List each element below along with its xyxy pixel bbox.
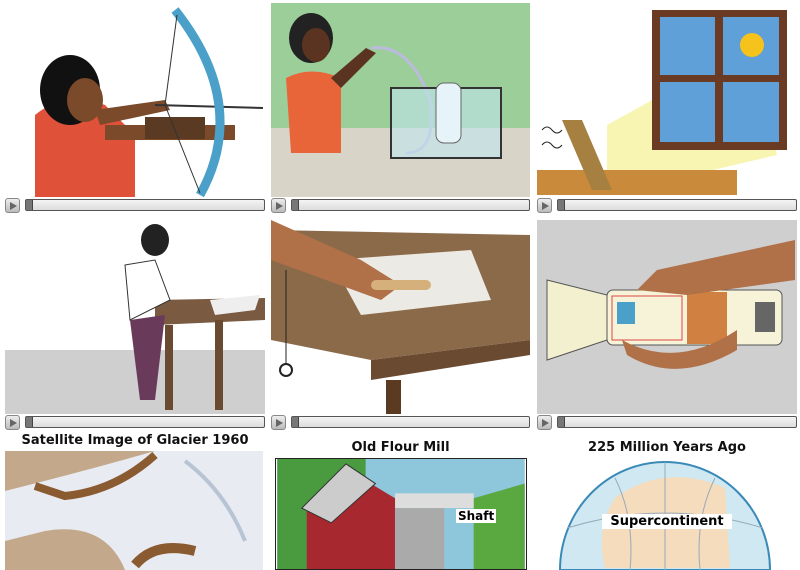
video-player-6 bbox=[537, 415, 797, 431]
play-button[interactable] bbox=[5, 198, 20, 213]
flashlight-video[interactable] bbox=[537, 220, 797, 414]
video-player-2 bbox=[271, 198, 530, 214]
supercontinent-title: 225 Million Years Ago bbox=[588, 440, 746, 455]
mill-image: Shaft bbox=[275, 458, 527, 570]
girl-table-video[interactable] bbox=[5, 220, 265, 414]
supercontinent-label: Supercontinent bbox=[602, 514, 732, 529]
video-player-1 bbox=[5, 198, 265, 214]
water-tank-video[interactable] bbox=[271, 3, 530, 197]
seek-thumb[interactable] bbox=[292, 417, 299, 427]
glacier-image bbox=[5, 451, 263, 570]
seek-thumb[interactable] bbox=[26, 200, 33, 210]
mill-title: Old Flour Mill bbox=[351, 440, 450, 455]
play-button[interactable] bbox=[271, 198, 286, 213]
globe-image: Supercontinent bbox=[555, 458, 775, 570]
play-button[interactable] bbox=[537, 198, 552, 213]
seek-thumb[interactable] bbox=[26, 417, 33, 427]
seek-bar[interactable] bbox=[291, 416, 530, 428]
play-button[interactable] bbox=[537, 415, 552, 430]
seek-bar[interactable] bbox=[557, 416, 797, 428]
video-player-4 bbox=[5, 415, 265, 431]
seek-thumb[interactable] bbox=[558, 417, 565, 427]
play-button[interactable] bbox=[271, 415, 286, 430]
paper-rubbing-video[interactable] bbox=[271, 220, 530, 414]
video-player-3 bbox=[537, 198, 797, 214]
shaft-label: Shaft bbox=[456, 509, 497, 523]
seek-bar[interactable] bbox=[25, 199, 265, 211]
glacier-title: Satellite Image of Glacier 1960 bbox=[21, 433, 249, 448]
video-player-5 bbox=[271, 415, 530, 431]
seek-thumb[interactable] bbox=[292, 200, 299, 210]
play-button[interactable] bbox=[5, 415, 20, 430]
seek-thumb[interactable] bbox=[558, 200, 565, 210]
seek-bar[interactable] bbox=[557, 199, 797, 211]
archer-video[interactable] bbox=[5, 5, 265, 197]
seek-bar[interactable] bbox=[25, 416, 265, 428]
window-sunlight-video[interactable] bbox=[537, 5, 797, 197]
seek-bar[interactable] bbox=[291, 199, 530, 211]
